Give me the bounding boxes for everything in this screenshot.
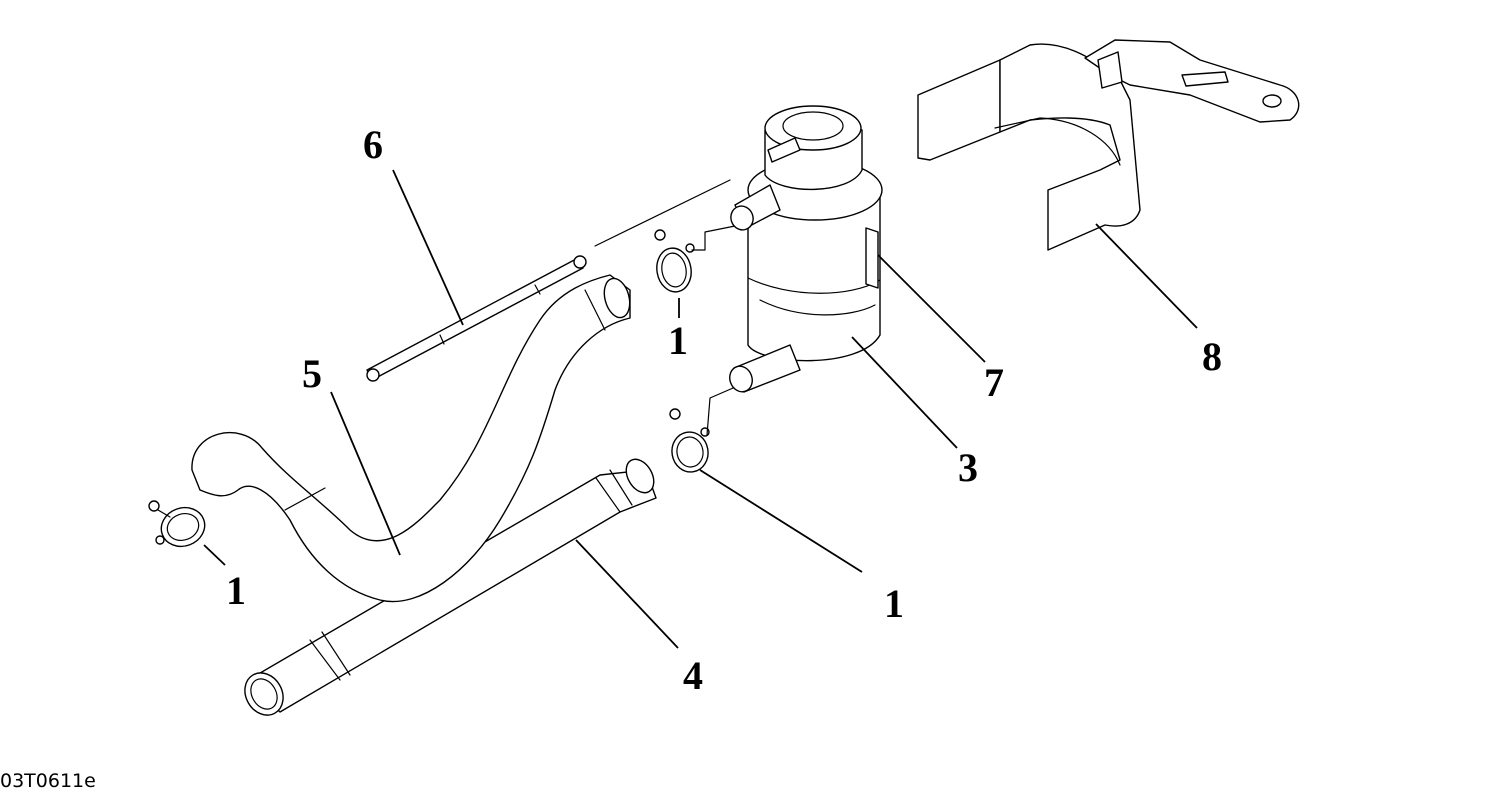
part-8-bracket <box>917 39 1300 251</box>
part-7-strap-tab <box>865 227 879 289</box>
leader-lines <box>203 169 1198 649</box>
drawing-code: 03T0611e <box>0 770 96 792</box>
part-1-clamp-upper <box>654 224 741 293</box>
callout-5: 5 <box>302 351 322 396</box>
callout-7: 7 <box>984 360 1004 405</box>
callout-1-lower: 1 <box>884 581 904 626</box>
callout-1-left: 1 <box>226 568 246 613</box>
part-1-clamp-lower <box>669 384 741 473</box>
callout-1-upper: 1 <box>668 318 688 363</box>
part-6-rod <box>366 179 731 382</box>
part-3-canister <box>729 105 883 393</box>
callout-4: 4 <box>683 653 703 698</box>
part-1-clamp-left <box>148 500 206 548</box>
callout-6: 6 <box>363 122 383 167</box>
exploded-parts-diagram: 6 5 1 1 1 4 3 7 8 <box>148 39 1300 716</box>
part-5-curved-hose <box>191 274 631 603</box>
callout-8: 8 <box>1202 334 1222 379</box>
part-4-straight-hose <box>244 458 657 716</box>
callout-3: 3 <box>958 445 978 490</box>
